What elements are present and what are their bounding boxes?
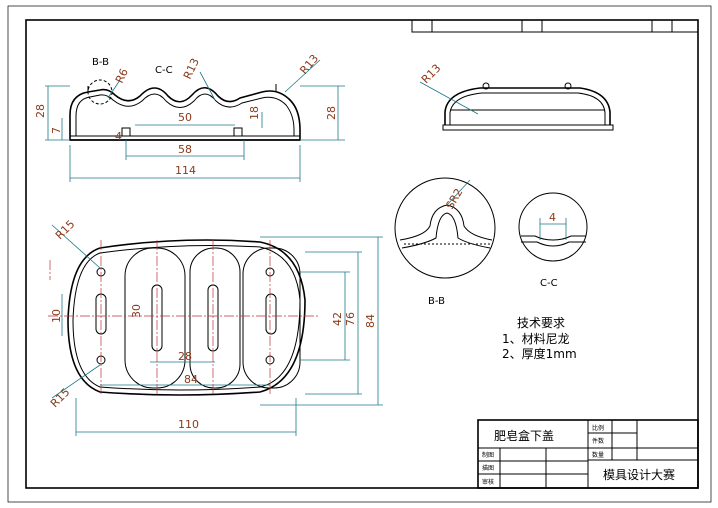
dim-r13-b: R13 — [297, 52, 321, 77]
dim-10: 10 — [50, 309, 63, 323]
qty-label: 数量 — [592, 451, 604, 459]
dim-r15-bottom: R15 — [48, 386, 72, 410]
outer-border — [7, 5, 712, 503]
dim-28: 28 — [178, 350, 192, 363]
dim-r13-a: R13 — [181, 56, 202, 81]
dim-28-left: 28 — [34, 104, 47, 118]
code-strip — [411, 19, 699, 33]
dim-sr2: SR2 — [443, 186, 465, 211]
dim-r15-top: R15 — [53, 218, 77, 242]
company-name: 模具设计大赛 — [603, 467, 675, 482]
title-block — [477, 419, 699, 489]
dim-58: 58 — [178, 143, 192, 156]
top-view-dimensions — [51, 224, 383, 436]
checked-label: 审核 — [482, 478, 494, 486]
front-section-view — [69, 79, 301, 141]
detail-bb — [394, 177, 496, 279]
drafted-label: 描图 — [482, 464, 494, 472]
bb-label-top: B-B — [92, 57, 109, 68]
bb-label-detail: B-B — [428, 296, 445, 307]
dim-76: 76 — [344, 312, 357, 326]
side-view — [419, 81, 614, 131]
dim-4-cc: 4 — [549, 211, 556, 224]
scale-label: 比例 — [592, 424, 604, 432]
dim-84-v: 84 — [364, 314, 377, 328]
dim-42: 42 — [331, 312, 344, 326]
cc-label-detail: C-C — [540, 278, 558, 289]
side-outer-profile — [444, 87, 611, 125]
tech-req-line2: 2、厚度1mm — [502, 346, 577, 361]
inner-frame — [25, 19, 699, 489]
detail-cc — [518, 192, 588, 262]
dim-84-h: 84 — [184, 373, 198, 386]
dim-110: 110 — [178, 418, 199, 431]
part-name: 肥皂盒下盖 — [494, 428, 554, 443]
count-label: 件数 — [592, 437, 604, 445]
dim-4-small: 4 — [115, 130, 122, 143]
dim-114: 114 — [175, 164, 196, 177]
lid-outer-profile — [69, 86, 301, 141]
drawn-label: 制图 — [482, 451, 494, 459]
dim-7: 7 — [50, 127, 63, 134]
lid-inner-profile — [75, 93, 295, 136]
slot-4 — [265, 293, 277, 335]
dim-30: 30 — [130, 304, 143, 318]
top-view — [48, 239, 320, 396]
top-outer-outline — [67, 239, 306, 396]
rib-3 — [242, 247, 301, 389]
rib-1 — [124, 247, 186, 389]
cc-label-top: C-C — [155, 65, 173, 76]
dim-28-right: 28 — [325, 106, 338, 120]
dim-r13-c: R13 — [419, 62, 443, 86]
dim-50: 50 — [178, 111, 192, 124]
tech-req-heading: 技术要求 — [517, 316, 565, 330]
front-dimensions — [45, 59, 345, 182]
rib-2 — [189, 247, 241, 389]
dim-18: 18 — [248, 106, 261, 120]
dim-r6: R6 — [113, 66, 131, 85]
tech-req-line1: 1、材料尼龙 — [502, 332, 570, 346]
